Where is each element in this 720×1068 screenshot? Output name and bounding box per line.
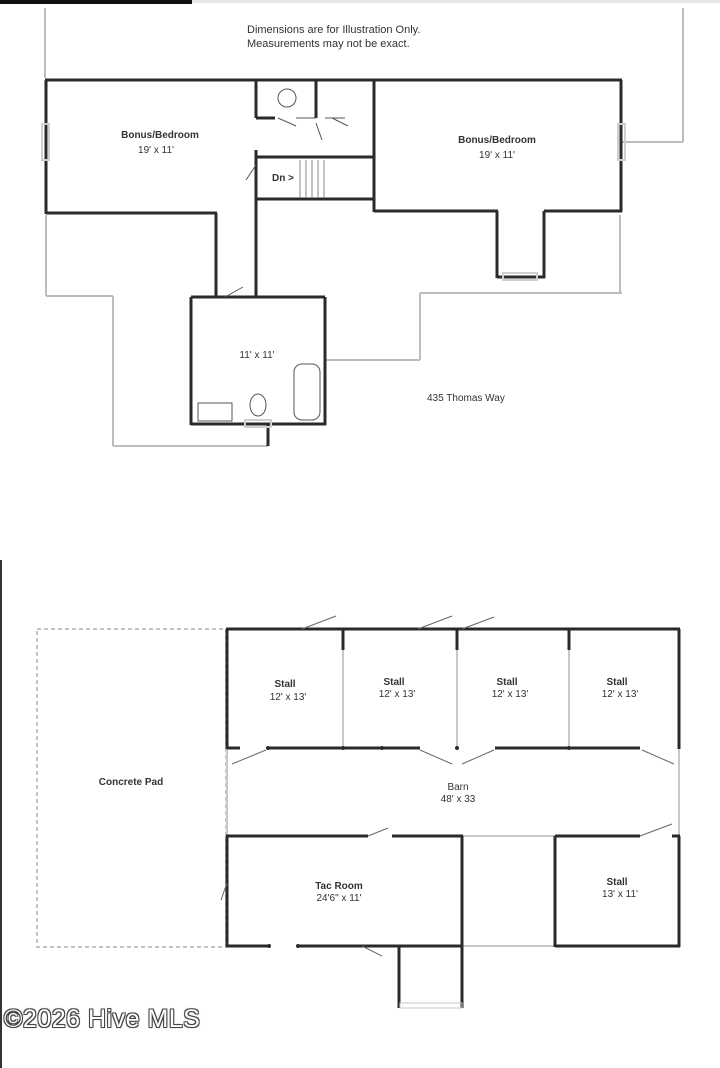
barn-floor-plan <box>36 615 681 1009</box>
toilet <box>249 393 267 417</box>
barn-name: Barn <box>447 782 468 793</box>
concrete-pad-outline <box>36 628 227 948</box>
exterior-lines <box>44 8 684 447</box>
stall-3-dims: 12' x 13' <box>492 689 529 700</box>
concrete-pad-label: Concrete Pad <box>99 777 163 788</box>
post-markers <box>266 746 571 948</box>
note-illustration: Dimensions are for Illustration Only. <box>247 24 420 36</box>
top-dark-bar <box>0 0 192 4</box>
stairs-label: Dn > <box>272 173 294 184</box>
tac-room-dims: 24'6" x 11' <box>317 893 362 904</box>
top-light-bar <box>192 0 720 3</box>
left-edge-line <box>0 560 2 1068</box>
door-swings <box>224 117 349 298</box>
barn-dims: 48' x 33 <box>441 794 476 805</box>
barn-walls <box>225 627 681 1008</box>
mls-watermark: ©2026 Hive MLS <box>4 1005 201 1033</box>
fan-fixture <box>277 88 297 108</box>
walls <box>44 78 623 446</box>
stall-4-dims: 12' x 13' <box>602 689 639 700</box>
stall-lower-dims: 13' x 11' <box>602 889 638 900</box>
bonus-left-dims: 19' x 11' <box>138 145 174 156</box>
bonus-left-name: Bonus/Bedroom <box>121 130 199 141</box>
stall-1-name: Stall <box>274 679 295 690</box>
address-label: 435 Thomas Way <box>427 393 505 404</box>
stall-2-name: Stall <box>383 677 404 688</box>
bonus-right-dims: 19' x 11' <box>479 150 515 161</box>
bonus-right-name: Bonus/Bedroom <box>458 135 536 146</box>
sink-vanity <box>197 402 233 422</box>
upper-floor-plan <box>41 8 684 447</box>
bath-dims: 11' x 11' <box>239 350 274 361</box>
stall-lower-name: Stall <box>606 877 627 888</box>
stall-3-name: Stall <box>496 677 517 688</box>
barn-door-swings <box>220 615 675 1009</box>
stairs-treads <box>299 160 325 198</box>
note-measurements: Measurements may not be exact. <box>247 38 410 50</box>
tac-room-name: Tac Room <box>315 881 363 892</box>
stall-4-name: Stall <box>606 677 627 688</box>
stall-1-dims: 12' x 13' <box>270 692 307 703</box>
windows <box>41 123 626 428</box>
bathtub <box>293 363 321 421</box>
stall-2-dims: 12' x 13' <box>379 689 416 700</box>
